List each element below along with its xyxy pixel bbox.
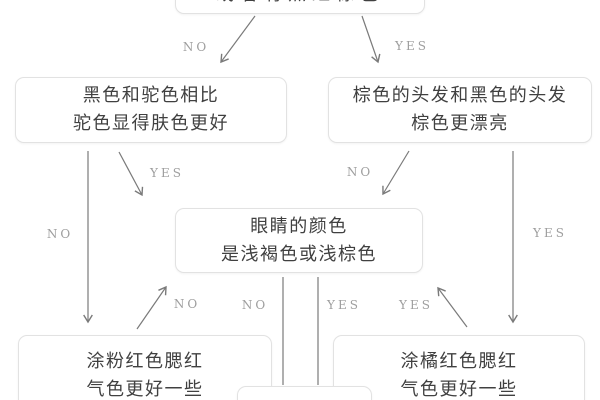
edge-label-no: NO <box>241 298 269 312</box>
edge-label-no: NO <box>46 227 74 241</box>
arrow-bottomleft-up-center <box>136 285 167 330</box>
edge-label-yes: YES <box>327 298 361 312</box>
edge-label-yes: YES <box>399 298 433 312</box>
node-text-line: 涂橘红色腮红 <box>400 351 518 372</box>
node-text-line: 气色更好一些 <box>400 379 518 400</box>
node-text-line: 涂粉红色腮红 <box>86 351 204 372</box>
node-top-question: 或者有点红棕色 <box>175 0 425 14</box>
node-eye-color: 眼睛的颜色 是浅褐色或浅棕色 <box>175 208 423 273</box>
node-text-line: 黑色和驼色相比 <box>82 85 220 106</box>
edge-label-no: NO <box>173 297 201 311</box>
arrow-left-to-center <box>118 151 144 197</box>
arrow-right-to-center <box>382 150 410 196</box>
node-text-line: 是浅褐色或浅棕色 <box>221 243 377 265</box>
edge-label-no: NO <box>346 165 374 179</box>
edge-label-yes: YES <box>395 39 429 53</box>
arrow-top-to-left <box>220 15 256 64</box>
edge-label-no: NO <box>182 40 210 54</box>
edge-label-yes: YES <box>533 226 567 240</box>
node-text-line: 气色更好一些 <box>86 379 204 400</box>
node-orange-blush: 涂橘红色腮红 气色更好一些 <box>333 335 585 400</box>
node-pink-blush: 涂粉红色腮红 气色更好一些 <box>18 335 272 400</box>
node-hair-black-camel: 黑色和驼色相比 驼色显得肤色更好 <box>15 77 287 143</box>
node-text-line: 驼色显得肤色更好 <box>73 113 229 134</box>
edge-label-yes: YES <box>150 166 184 180</box>
node-text-line: 棕色更漂亮 <box>411 113 509 134</box>
node-bottom-result-cutoff <box>237 386 372 400</box>
node-hair-brown-black: 棕色的头发和黑色的头发 棕色更漂亮 <box>328 77 592 143</box>
node-text-line: 棕色的头发和黑色的头发 <box>352 85 568 106</box>
node-text-line: 眼睛的颜色 <box>250 215 348 237</box>
node-top-question-text: 或者有点红棕色 <box>216 0 384 9</box>
arrow-top-to-right <box>361 15 381 64</box>
arrow-bottomright-up-center <box>437 286 468 328</box>
